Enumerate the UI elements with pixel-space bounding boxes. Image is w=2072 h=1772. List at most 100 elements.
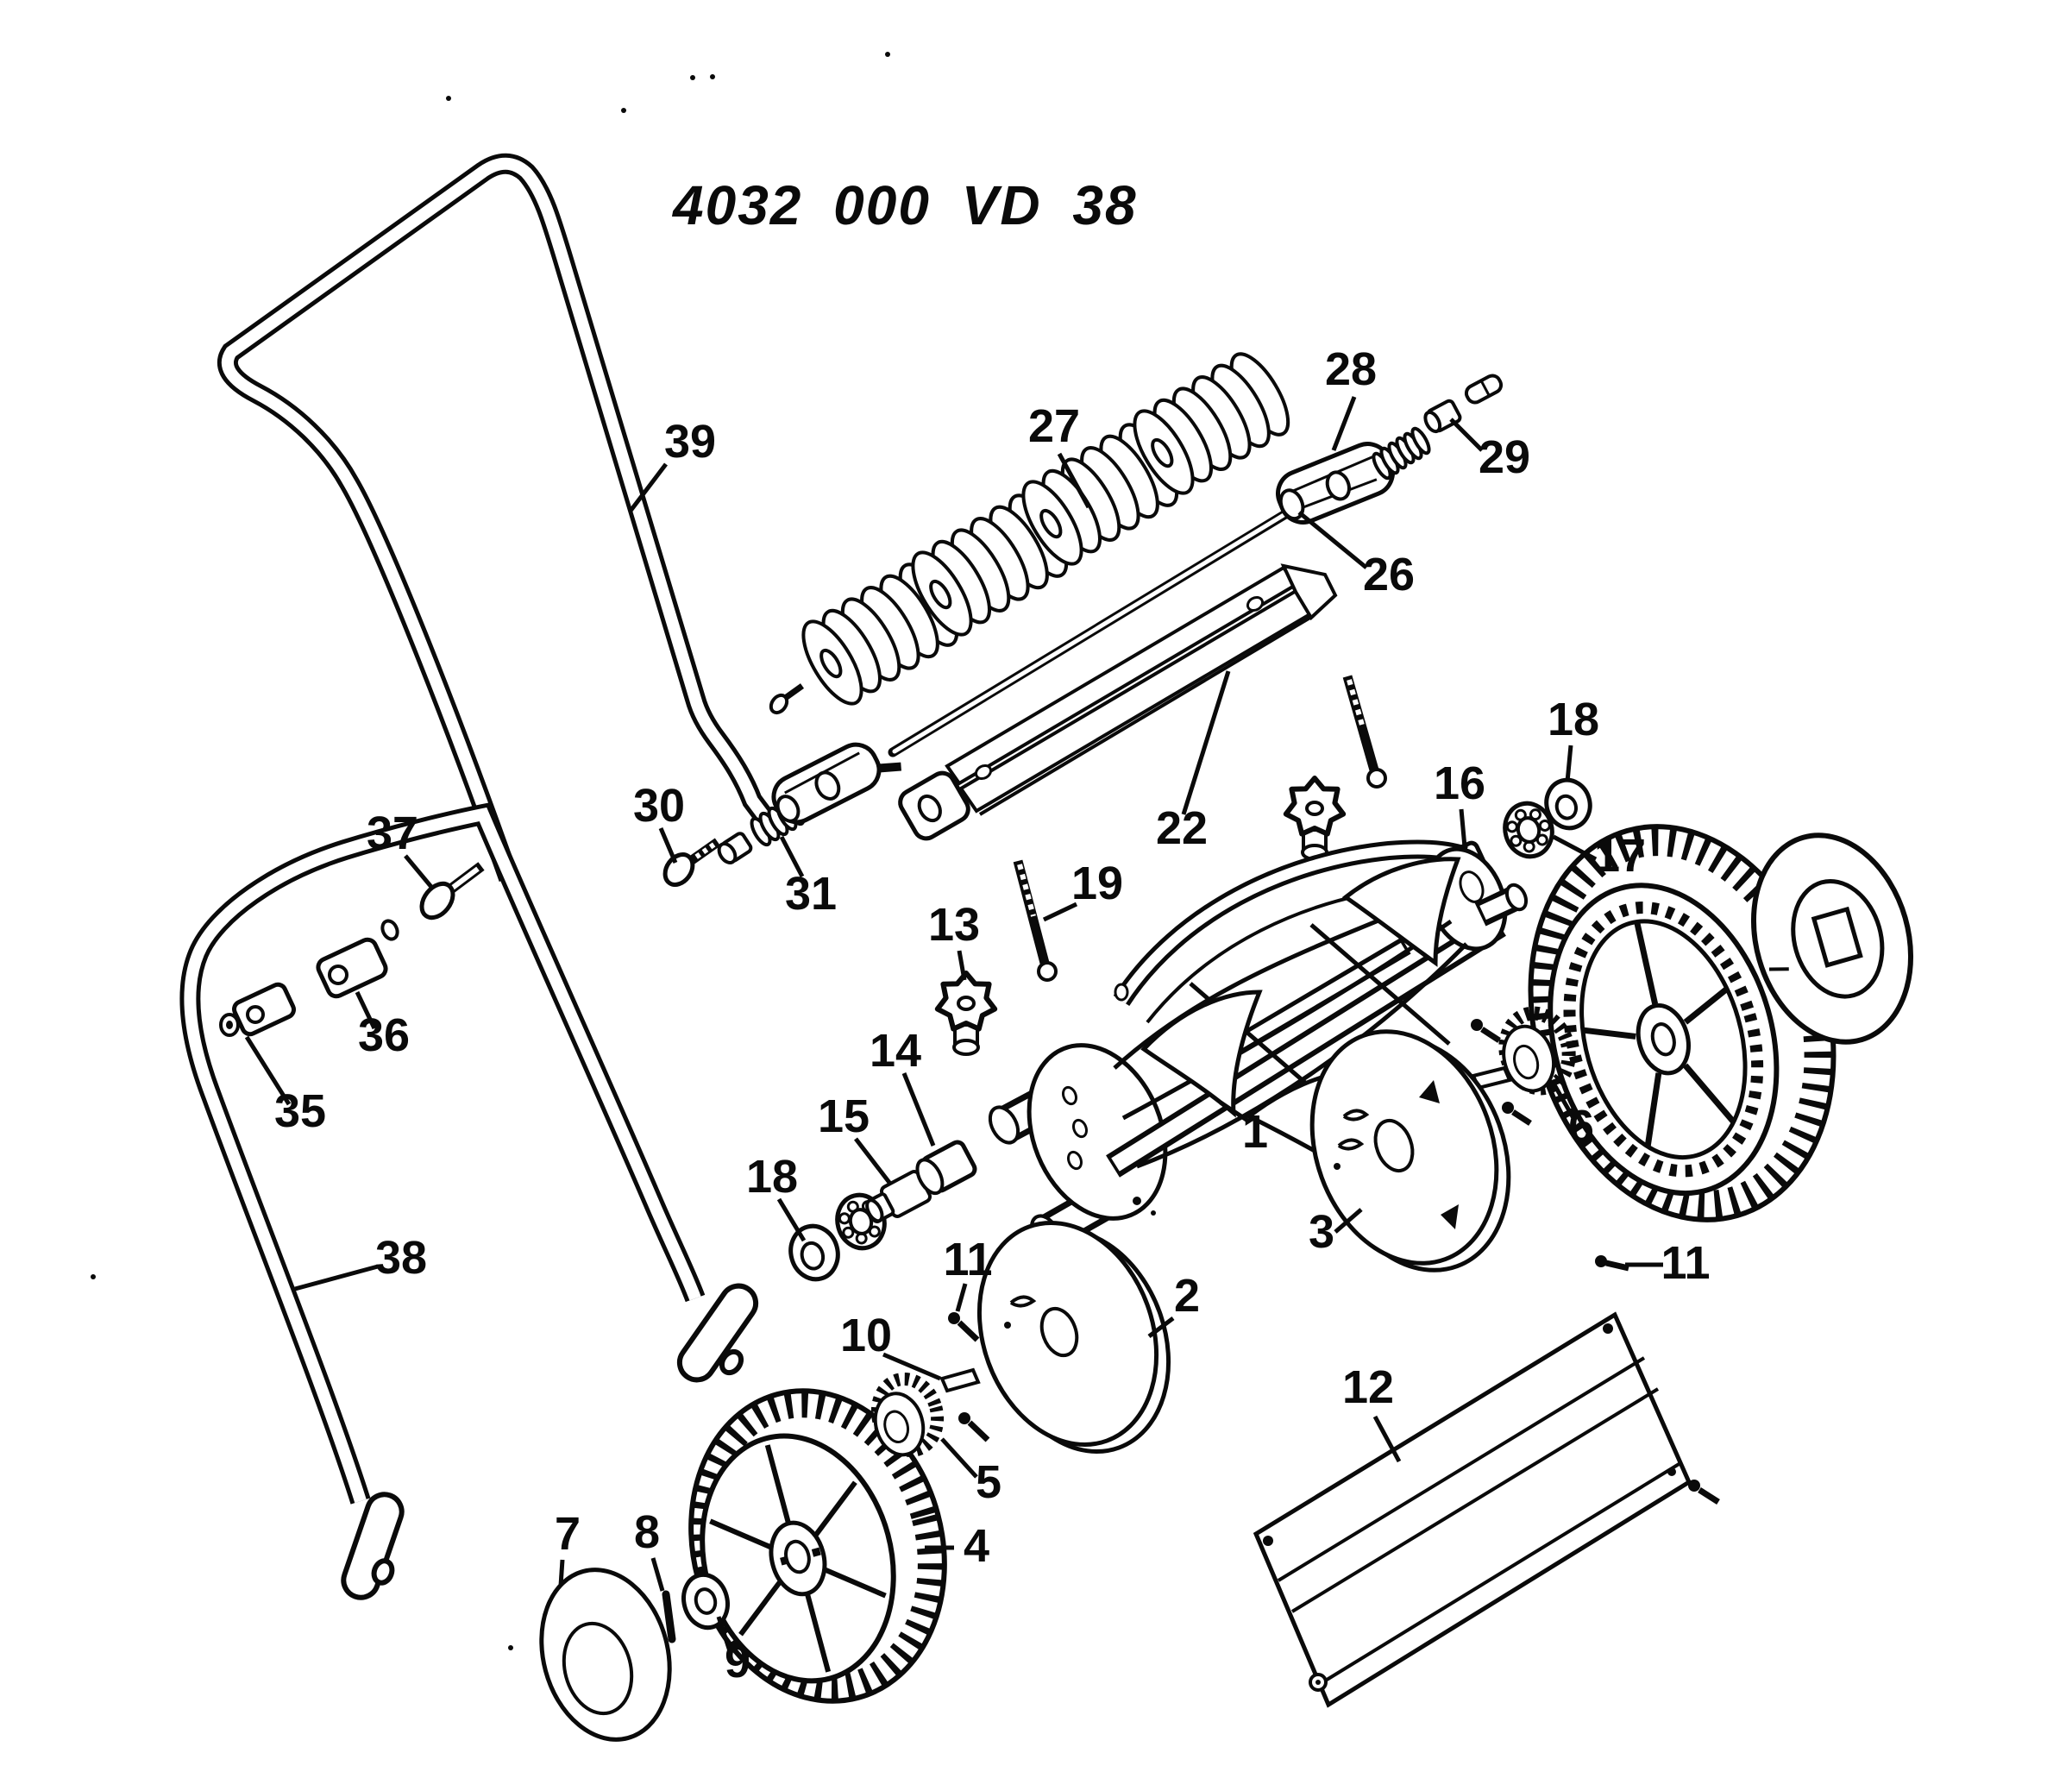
bushing-29 [1423, 399, 1462, 434]
handle-clamp-lower [232, 982, 296, 1037]
deflector-shield-12 [1253, 1311, 1692, 1708]
callout-28-label: 28 [1325, 343, 1377, 395]
callout-15-label: 15 [818, 1090, 870, 1142]
callout-9-label: 9 [725, 1636, 750, 1687]
callout-3-leader [1334, 1208, 1363, 1234]
callout-38-label: 38 [375, 1232, 427, 1284]
adjuster-bracket-left [771, 742, 901, 825]
callout-17-label: 17 [1594, 830, 1646, 882]
screw-11-right [1595, 1255, 1629, 1272]
handle-end-left [341, 1492, 405, 1600]
screw-11-left [948, 1312, 980, 1342]
callout-16-leader [1459, 808, 1467, 848]
callout-36-leader [355, 990, 377, 1030]
roller-shaft-26 [888, 504, 1299, 757]
seal-ring-18-left [788, 1223, 840, 1282]
adjuster-bracket-28 [1276, 442, 1395, 525]
callout-17-leader [1552, 834, 1598, 862]
callout-31-label: 31 [785, 868, 837, 920]
handle-clamp-36 [316, 919, 399, 999]
callout-13-label: 13 [928, 899, 980, 951]
callout-31-leader [779, 835, 805, 878]
clamp-nut-35 [219, 1013, 240, 1037]
spacer-sleeve [717, 832, 753, 864]
screw-6-lower [1502, 1102, 1532, 1126]
ball-bearing-17 [1503, 801, 1554, 859]
screw-30 [662, 838, 721, 887]
callout-1-label: 1 [1242, 1106, 1268, 1158]
callout-12-leader [1372, 1415, 1402, 1463]
screw-6-upper [1471, 1019, 1501, 1043]
handle-eyelet-right [719, 1348, 744, 1376]
bolt-19-right [1342, 675, 1387, 789]
callout-18a-label: 18 [1548, 694, 1599, 745]
seal-ring-18-right [1544, 777, 1592, 831]
callout-9-leader [716, 1616, 732, 1652]
callout-22-leader [1181, 670, 1231, 815]
callout-19-label: 19 [1071, 858, 1123, 909]
callout-15-leader [854, 1137, 892, 1185]
callout-3-label: 3 [1309, 1206, 1334, 1258]
hub-cap-7 [539, 1568, 672, 1742]
callout-7-leader [558, 1559, 565, 1587]
callout-29-label: 29 [1479, 431, 1530, 483]
lower-handle-bar [179, 802, 759, 1600]
pin-8 [662, 1590, 676, 1643]
callout-18b-label: 18 [746, 1151, 798, 1203]
callout-18b-leader [776, 1197, 807, 1242]
star-knob-13-right [1283, 776, 1347, 861]
bolt-19-left [1013, 859, 1058, 982]
star-knob-13-left [934, 971, 998, 1056]
callout-6-label: 6 [1568, 1101, 1594, 1153]
callout-10-label: 10 [840, 1310, 892, 1361]
screw-5-side [958, 1412, 990, 1442]
callout-14-leader [901, 1072, 936, 1147]
callout-30-label: 30 [633, 780, 685, 832]
callout-16-label: 16 [1434, 757, 1485, 809]
callout-19-leader [1042, 902, 1078, 922]
callout-2-label: 2 [1174, 1270, 1200, 1322]
spring-28 [1372, 426, 1431, 481]
callout-35-leader [244, 1035, 292, 1106]
callout-8-label: 8 [634, 1506, 660, 1558]
upper-handle-bar [217, 153, 771, 883]
callout-38-leader [294, 1264, 379, 1291]
callout-2-leader [1147, 1316, 1175, 1338]
callout-11a-label: 11 [943, 1234, 992, 1285]
callout-26-label: 26 [1363, 549, 1415, 600]
callout-1-leader [1219, 1100, 1251, 1124]
callout-5-label: 5 [976, 1456, 1001, 1508]
bushing-14 [915, 1140, 977, 1196]
handle-end-right [676, 1283, 759, 1383]
callout-6-leader [1550, 1080, 1576, 1120]
pinion-gear-5 [870, 1372, 945, 1458]
callout-5-leader [940, 1437, 978, 1479]
callout-27-leader [1057, 452, 1091, 509]
callout-39-label: 39 [664, 416, 716, 468]
callout-27-label: 27 [1028, 400, 1080, 452]
callout-30-leader [658, 827, 678, 864]
callout-22-label: 22 [1156, 802, 1208, 854]
wheel-disc-2 [976, 1221, 1171, 1454]
washer-9 [681, 1572, 730, 1631]
callout-28-leader [1331, 396, 1357, 451]
callout-37-leader [404, 854, 433, 889]
callout-14-label: 14 [870, 1025, 921, 1077]
callout-11a-leader [955, 1283, 968, 1312]
stepped-bushing-15 [865, 1170, 932, 1223]
callout-18a-leader [1565, 745, 1573, 782]
callout-35-label: 35 [274, 1085, 326, 1137]
wheel-disc-3 [1309, 1029, 1511, 1272]
roller-end-screw [769, 683, 805, 715]
hub-cap-right [1750, 833, 1914, 1045]
callout-39-leader [629, 462, 668, 512]
callout-13-leader [957, 950, 967, 981]
bed-knife-22 [898, 563, 1338, 841]
callout-26-leader [1297, 511, 1368, 569]
callout-8-leader [650, 1557, 665, 1592]
screw-12-corner [1688, 1480, 1720, 1505]
shaft-key-10 [939, 1367, 981, 1393]
